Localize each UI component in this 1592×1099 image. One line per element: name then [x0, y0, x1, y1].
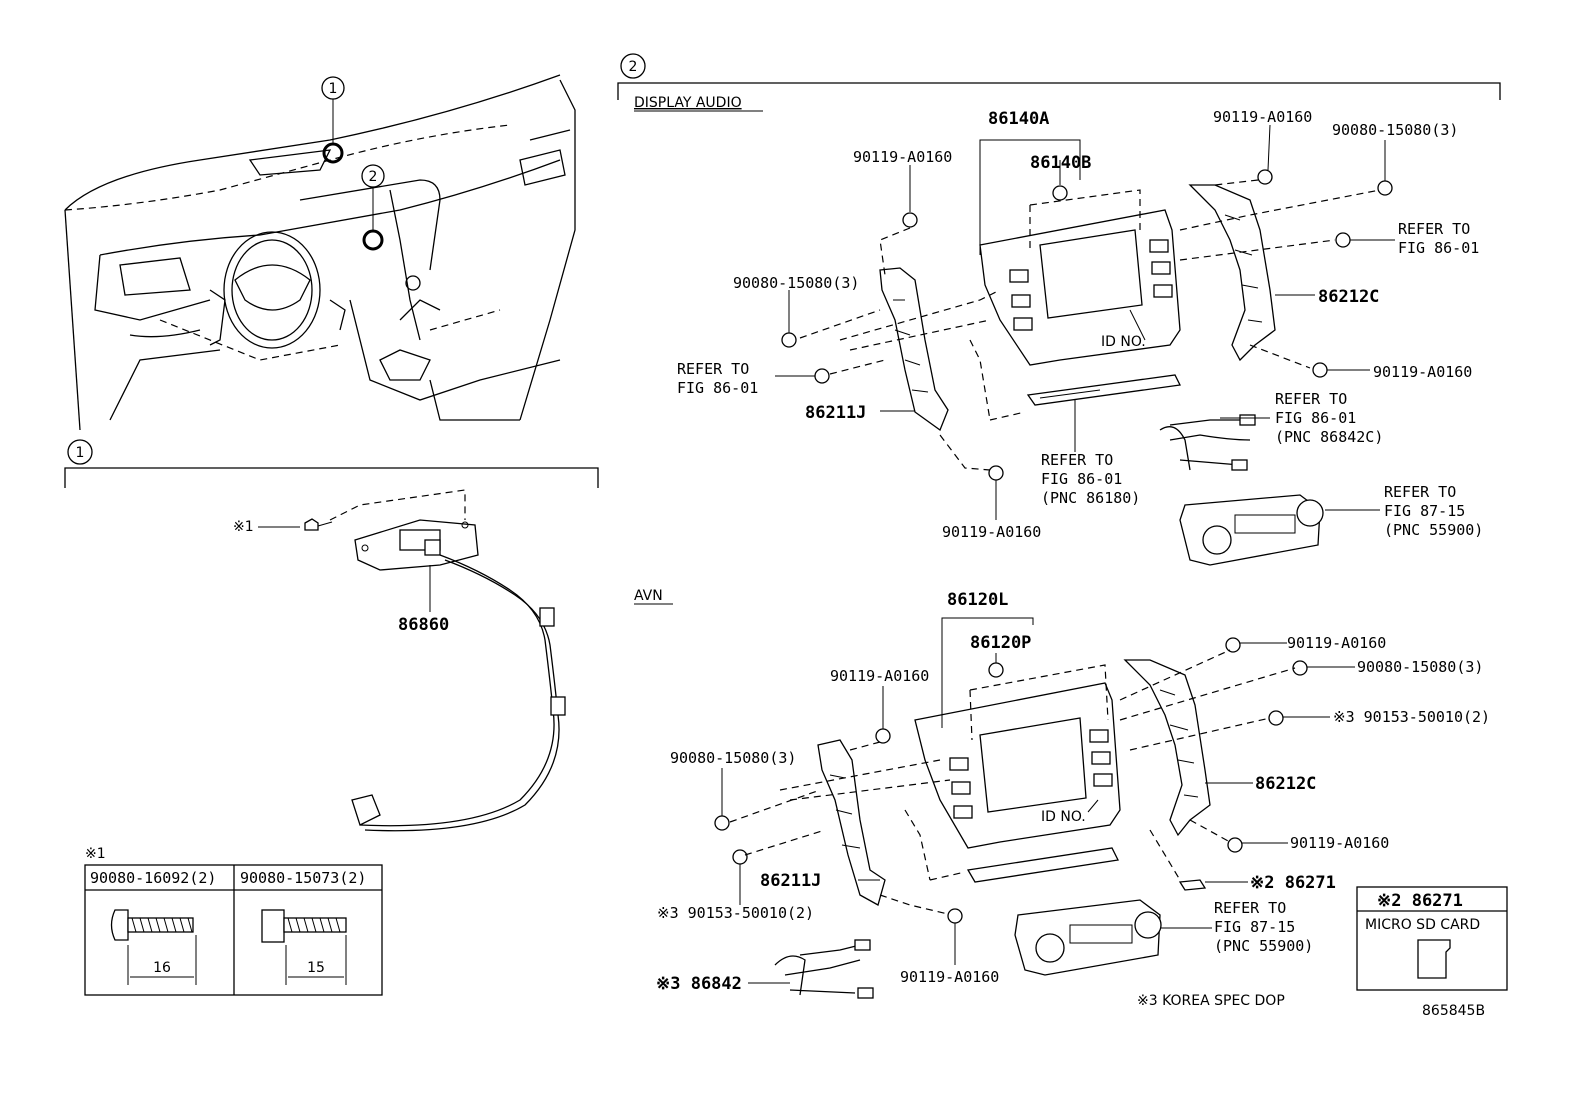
avn-bolt-90153-left: ※3 90153-50010(2): [657, 904, 814, 922]
part-86860-label: 86860: [398, 615, 449, 635]
avn-refer-control-1: REFER TO: [1214, 899, 1286, 917]
avn-part-86212C: 86212C: [1255, 774, 1316, 794]
avn-leaders: [721, 617, 1355, 984]
avn-bolt-90119-right-low: 90119-A0160: [1290, 834, 1389, 852]
da-bolt-90080-left: 90080-15080(3): [733, 274, 859, 292]
avn-part-86271: ※2 86271: [1250, 873, 1336, 893]
display-audio-assembly: [781, 169, 1393, 566]
da-bolt-90080-top-right: 90080-15080(3): [1332, 121, 1458, 139]
screw-table: [84, 864, 383, 996]
da-bolt-90119-bottom: 90119-A0160: [942, 523, 1041, 541]
da-refer-control-2: FIG 87-15: [1384, 502, 1465, 520]
avn-assembly: [714, 637, 1308, 999]
da-refer-control-1: REFER TO: [1384, 483, 1456, 501]
da-refer-bottom-2: FIG 86-01: [1041, 470, 1122, 488]
avn-part-86120P: 86120P: [970, 633, 1031, 653]
sd-box-caption: MICRO SD CARD: [1365, 917, 1480, 933]
screw-length-15: 15: [307, 960, 325, 976]
da-refer-harness-2: FIG 86-01: [1275, 409, 1356, 427]
avn-part-86120L: 86120L: [947, 590, 1008, 610]
drawing-number: 865845B: [1422, 1003, 1485, 1019]
da-part-86211J: 86211J: [805, 403, 866, 423]
callout-1-overview: 1: [329, 81, 338, 97]
da-bolt-90119-top: 90119-A0160: [853, 148, 952, 166]
avn-refer-control-2: FIG 87-15: [1214, 918, 1295, 936]
da-refer-harness-3: (PNC 86842C): [1275, 428, 1383, 446]
section-two-callout: 2: [629, 59, 638, 75]
da-refer-right-2: FIG 86-01: [1398, 239, 1479, 257]
avn-part-86842: ※3 86842: [656, 974, 742, 994]
display-audio-heading: DISPLAY AUDIO: [634, 95, 742, 111]
da-refer-harness-1: REFER TO: [1275, 390, 1347, 408]
section-one-callout: 1: [76, 445, 85, 461]
da-bolt-90119-right-low: 90119-A0160: [1373, 363, 1472, 381]
da-refer-bottom-1: REFER TO: [1041, 451, 1113, 469]
section-two-frame: [617, 53, 1501, 100]
screw-length-16: 16: [153, 960, 171, 976]
da-id-no: ID NO.: [1101, 334, 1146, 350]
dashboard-overview: [64, 74, 576, 431]
display-audio-leaders: [775, 124, 1395, 520]
da-refer-bottom-3: (PNC 86180): [1041, 489, 1140, 507]
screw-table-col2: 90080-15073(2): [240, 869, 366, 887]
avn-bolt-90080-right: 90080-15080(3): [1357, 658, 1483, 676]
screw-table-col1: 90080-16092(2): [90, 869, 216, 887]
avn-bolt-90119-left: 90119-A0160: [830, 667, 929, 685]
da-refer-left-1: REFER TO: [677, 360, 749, 378]
avn-heading: AVN: [634, 588, 663, 604]
avn-part-86211J: 86211J: [760, 871, 821, 891]
section-one-frame: [64, 439, 599, 488]
screw-table-heading: ※1: [85, 846, 106, 862]
antenna-86860-drawing: [304, 489, 566, 832]
avn-korea-note: ※3 KOREA SPEC DOP: [1137, 993, 1285, 1009]
avn-id-no: ID NO.: [1041, 809, 1086, 825]
avn-bolt-90153-right: ※3 90153-50010(2): [1333, 708, 1490, 726]
section-one-screw-ref: ※1: [233, 519, 254, 535]
da-part-86140B: 86140B: [1030, 153, 1091, 173]
avn-bolt-90080-left: 90080-15080(3): [670, 749, 796, 767]
avn-bolt-90119-bottom: 90119-A0160: [900, 968, 999, 986]
da-part-86212C: 86212C: [1318, 287, 1379, 307]
da-refer-left-2: FIG 86-01: [677, 379, 758, 397]
sd-box-title: ※2 86271: [1377, 891, 1463, 911]
sd-card-box: [1356, 886, 1508, 991]
avn-refer-control-3: (PNC 55900): [1214, 937, 1313, 955]
da-bolt-90119-top-right: 90119-A0160: [1213, 108, 1312, 126]
da-refer-right-1: REFER TO: [1398, 220, 1470, 238]
avn-bolt-90119-top-right: 90119-A0160: [1287, 634, 1386, 652]
da-part-86140A: 86140A: [988, 109, 1049, 129]
callout-2-overview: 2: [369, 169, 378, 185]
da-refer-control-3: (PNC 55900): [1384, 521, 1483, 539]
